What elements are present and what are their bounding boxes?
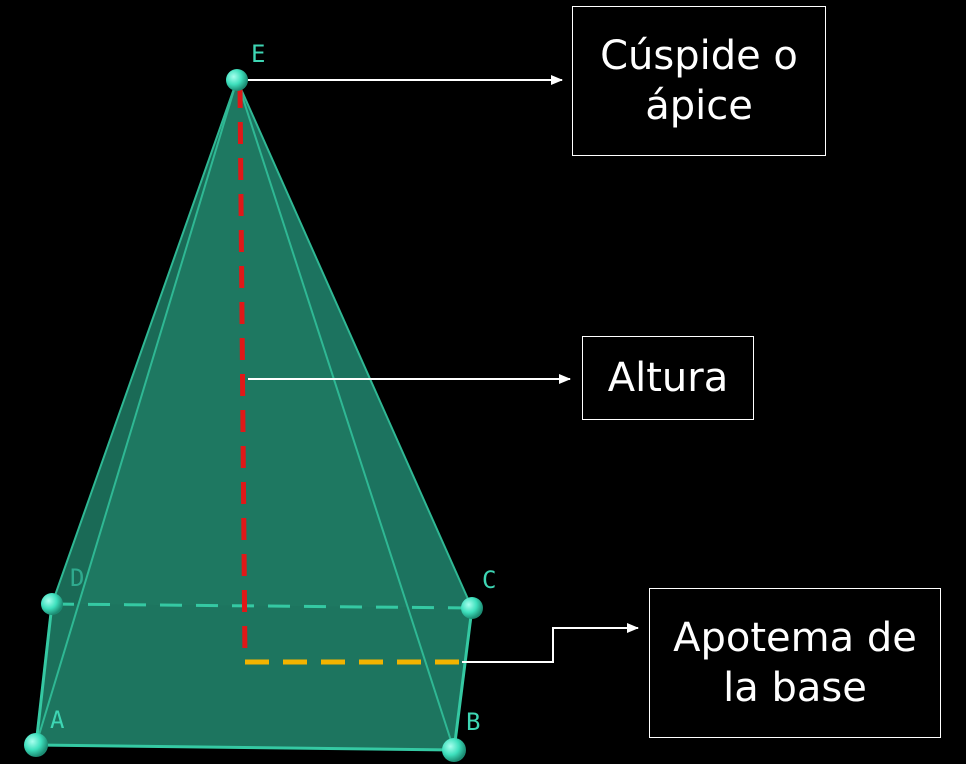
edge-EC <box>236 79 473 609</box>
apothem-callout-line1: Apotema de <box>673 615 917 661</box>
apothem-arrow <box>462 623 639 663</box>
edge-BC <box>452 607 474 751</box>
vertex-B-point <box>442 738 466 762</box>
vertex-labels: E D C A B <box>50 40 496 736</box>
vertex-label-A: A <box>50 706 65 734</box>
height-callout-text: Altura <box>607 355 729 401</box>
edge-AB <box>35 743 455 752</box>
face-right <box>237 80 472 750</box>
vertices <box>24 69 483 762</box>
edge-ED <box>51 79 238 605</box>
vertex-D-point <box>41 593 63 615</box>
height-callout: Altura <box>582 336 754 420</box>
edge-EA <box>35 79 238 746</box>
apothem-callout: Apotema de la base <box>649 588 941 738</box>
edge-AD <box>34 603 54 746</box>
vertex-A-point <box>24 733 48 757</box>
apothem-callout-line2: la base <box>723 665 867 711</box>
edge-EB <box>236 79 455 751</box>
height-line <box>237 85 248 663</box>
vertex-E-point <box>226 69 248 91</box>
apex-callout-line2: ápice <box>645 83 753 129</box>
vertex-label-D: D <box>70 564 84 592</box>
vertex-C-point <box>461 597 483 619</box>
vertex-label-C: C <box>482 566 496 594</box>
callout-arrows <box>242 75 639 663</box>
vertex-label-B: B <box>466 708 480 736</box>
apex-callout: Cúspide o ápice <box>572 6 826 156</box>
apex-callout-line1: Cúspide o <box>600 33 798 79</box>
vertex-label-E: E <box>251 40 265 68</box>
base-face <box>36 604 472 750</box>
pyramid-edges <box>34 79 474 752</box>
pyramid-faces <box>36 80 472 750</box>
